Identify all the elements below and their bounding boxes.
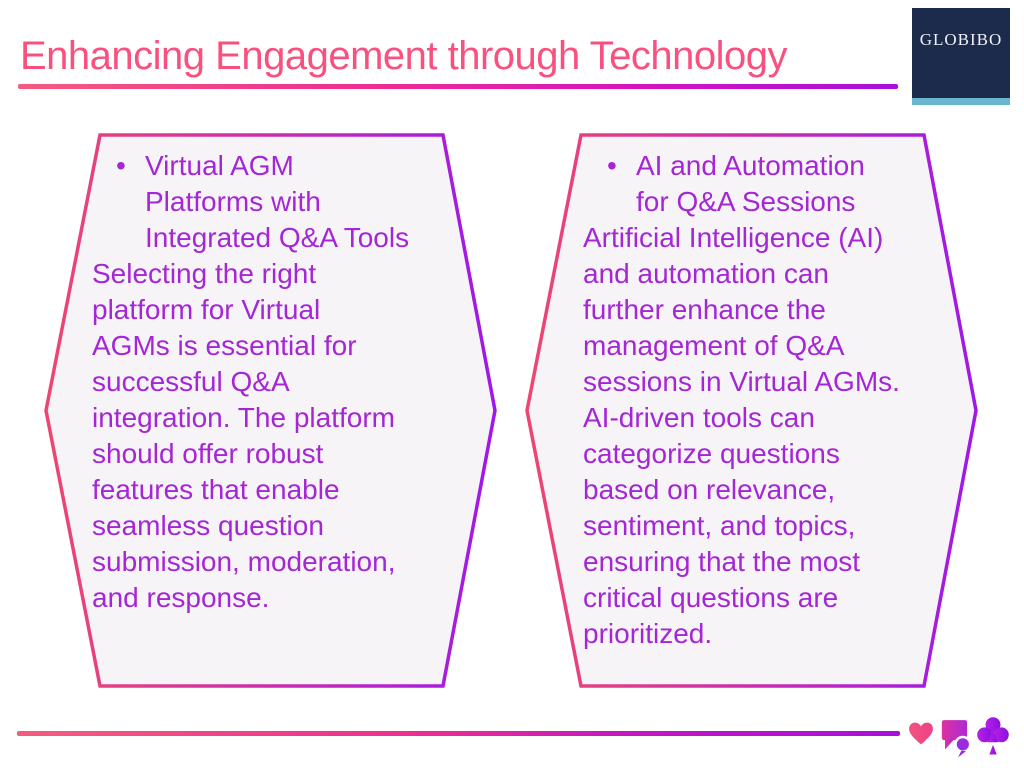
card-text-block: AI and Automation for Q&A Sessions • Art… bbox=[583, 148, 928, 652]
card-ai-automation: AI and Automation for Q&A Sessions • Art… bbox=[525, 133, 978, 688]
bullet-marker: • bbox=[116, 150, 126, 181]
card-body: Selecting the right platform for Virtual… bbox=[92, 258, 396, 613]
club-icon bbox=[977, 717, 1009, 755]
bullet-marker: • bbox=[607, 150, 617, 181]
card-heading: Virtual AGM Platforms with Integrated Q&… bbox=[145, 150, 410, 253]
slide-title: Enhancing Engagement through Technology bbox=[20, 34, 788, 78]
card-heading: AI and Automation for Q&A Sessions bbox=[636, 150, 865, 217]
globibo-logo: GLOBIBO bbox=[912, 8, 1010, 105]
footer-icons bbox=[908, 712, 1012, 760]
hexagon-shape bbox=[525, 133, 978, 688]
card-virtual-agm-platforms: Virtual AGM Platforms with Integrated Q&… bbox=[44, 133, 497, 688]
card-body: Artificial Intelligence (AI) and automat… bbox=[583, 222, 900, 649]
heart-icon bbox=[909, 722, 933, 745]
chat-bubbles-icon bbox=[941, 720, 972, 758]
footer-line bbox=[17, 731, 900, 736]
card-text-block: Virtual AGM Platforms with Integrated Q&… bbox=[92, 148, 437, 616]
hexagon-shape bbox=[44, 133, 497, 688]
logo-accent-strip bbox=[912, 98, 1010, 105]
logo-wordmark: GLOBIBO bbox=[919, 30, 1003, 49]
title-underline bbox=[18, 84, 898, 89]
